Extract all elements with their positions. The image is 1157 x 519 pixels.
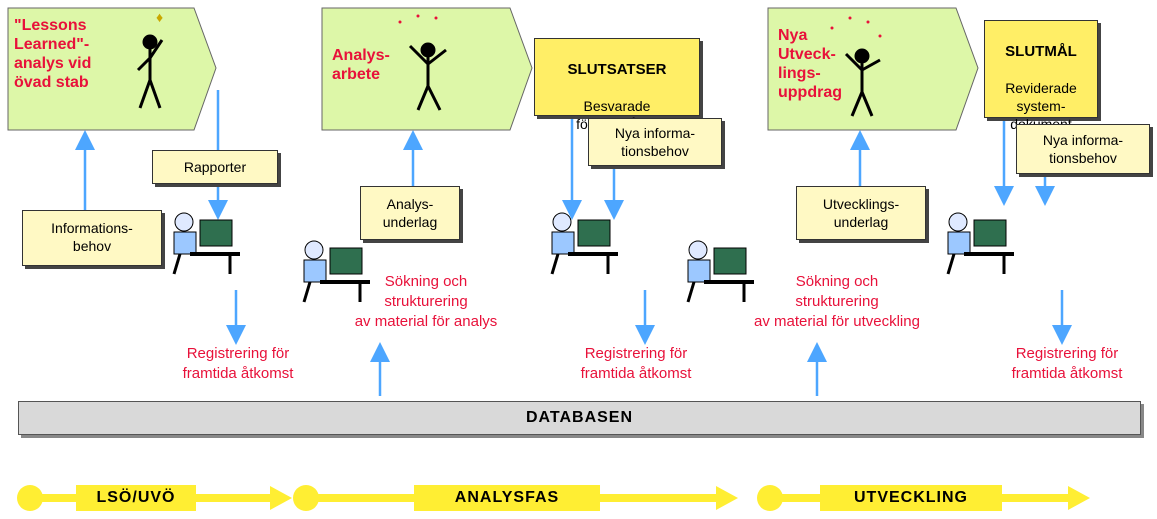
phase-analysfas: ANALYSFAS: [414, 485, 600, 511]
nya-informationsbehov-box-2: Nya informa- tionsbehov: [1016, 124, 1150, 174]
computer-user-icon-3: [550, 212, 618, 275]
registrering-label-3: Registrering för framtida åtkomst: [1011, 345, 1123, 382]
registrering-label-1: Registrering för framtida åtkomst: [182, 345, 294, 382]
registrering-label-2: Registrering för framtida åtkomst: [580, 345, 692, 382]
pentagon-nya: [767, 7, 979, 131]
stick-figure-3: [844, 48, 881, 117]
slutsatser-box: SLUTSATSER Besvarade försöksfrågor: [534, 38, 700, 132]
red-dots: [398, 14, 882, 38]
database-bar: DATABASEN: [18, 401, 1141, 435]
stick-figure-2: [408, 42, 447, 111]
analysunderlag-box: Analys- underlag: [360, 186, 460, 240]
sokning-utveckling-label: Sökning och strukturering av material fö…: [754, 273, 920, 330]
sokning-analys-label: Sökning och strukturering av material fö…: [354, 273, 498, 330]
slutmal-box: SLUTMÅL Reviderade system- dokument: [984, 20, 1098, 132]
slutmal-title: SLUTMÅL: [1005, 43, 1077, 60]
nya-informationsbehov-box-1: Nya informa- tionsbehov: [588, 118, 722, 166]
rapporter-box: Rapporter: [152, 150, 278, 184]
phase-lso-uvo: LSÖ/UVÖ: [76, 485, 196, 511]
phase-utveckling: UTVECKLING: [820, 485, 1002, 511]
informationsbehov-box: Informations- behov: [22, 210, 162, 266]
pentagon-nya-label: Nya Utveck- lings- uppdrag: [778, 27, 842, 101]
computer-user-icon-4: [686, 240, 754, 303]
pentagon-lessons: [7, 7, 217, 131]
svg-text:♦: ♦: [156, 9, 163, 25]
pentagon-lessons-label: "Lessons Learned"- analys vid övad stab: [14, 17, 92, 91]
computer-user-icon-2: [302, 240, 370, 303]
utvecklingsunderlag-box: Utvecklings- underlag: [796, 186, 926, 240]
computer-user-icon-1: [172, 212, 240, 275]
stick-figure-1: [136, 34, 164, 109]
computer-user-icon-5: [946, 212, 1014, 275]
pentagon-analys-label: Analys- arbete: [332, 47, 390, 83]
slutsatser-title: SLUTSATSER: [567, 61, 667, 78]
